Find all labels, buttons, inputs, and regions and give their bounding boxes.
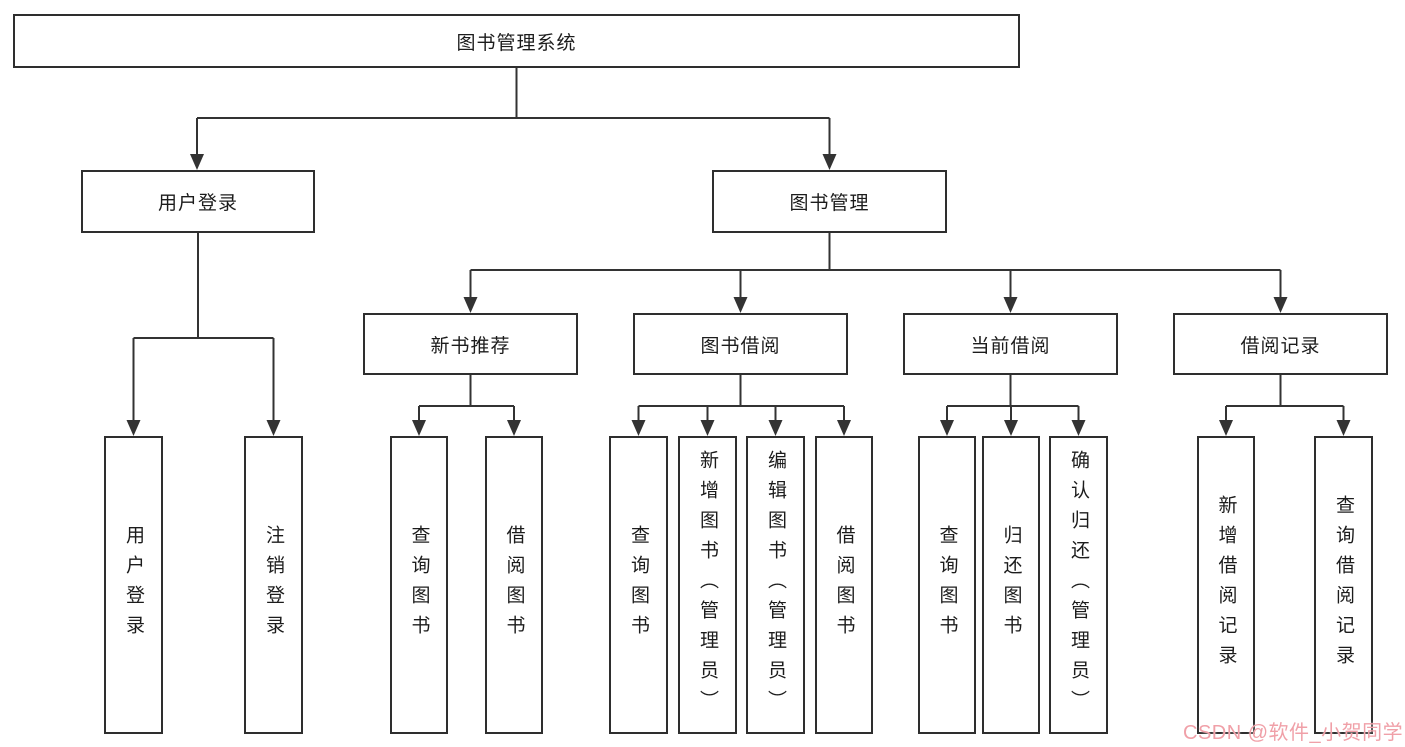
node-current-borrow: 当前借阅 [903, 313, 1118, 375]
leaf-borrow-query-books-label: 查询图书 [628, 525, 649, 645]
leaf-newbook-query-books-label: 查询图书 [408, 525, 430, 645]
node-new-book-recommend: 新书推荐 [363, 313, 578, 375]
node-borrow-records-label: 借阅记录 [1240, 335, 1321, 357]
csdn-watermark: CSDN @软件_小贺同学 [1183, 722, 1404, 744]
leaf-borrow-borrow-books: 借阅图书 [815, 436, 873, 734]
node-new-book-recommend-label: 新书推荐 [430, 335, 511, 357]
leaf-current-query-books-label: 查询图书 [936, 525, 958, 645]
node-user-login-label: 用户登录 [157, 193, 238, 214]
node-book-management: 图书管理 [712, 170, 947, 233]
leaf-current-return-books-label: 归还图书 [1000, 525, 1022, 645]
leaf-records-query: 查询借阅记录 [1314, 436, 1373, 734]
leaf-logout-label: 注销登录 [263, 525, 284, 645]
leaf-records-query-label: 查询借阅记录 [1333, 495, 1354, 675]
leaf-borrow-borrow-books-label: 借阅图书 [833, 525, 855, 645]
node-book-management-label: 图书管理 [789, 193, 870, 214]
leaf-borrow-add-books: 新增图书（管理员） [678, 436, 737, 734]
leaf-current-confirm-return: 确认归还（管理员） [1049, 436, 1108, 734]
node-root: 图书管理系统 [13, 14, 1020, 68]
leaf-borrow-edit-books-label: 编辑图书（管理员） [765, 450, 786, 720]
node-book-borrow: 图书借阅 [633, 313, 848, 375]
leaf-logout: 注销登录 [244, 436, 303, 734]
leaf-current-query-books: 查询图书 [918, 436, 976, 734]
node-user-login: 用户登录 [81, 170, 315, 233]
leaf-newbook-borrow-books: 借阅图书 [485, 436, 543, 734]
leaf-newbook-borrow-books-label: 借阅图书 [503, 525, 525, 645]
leaf-records-add-label: 新增借阅记录 [1215, 495, 1237, 675]
node-book-borrow-label: 图书借阅 [700, 335, 781, 357]
leaf-current-confirm-return-label: 确认归还（管理员） [1068, 450, 1089, 720]
node-current-borrow-label: 当前借阅 [970, 335, 1051, 357]
arrowheads [126, 154, 1351, 436]
leaf-user-login: 用户登录 [104, 436, 163, 734]
leaf-borrow-add-books-label: 新增图书（管理员） [697, 450, 718, 720]
leaf-newbook-query-books: 查询图书 [390, 436, 448, 734]
leaf-user-login-label: 用户登录 [123, 525, 144, 645]
leaf-borrow-query-books: 查询图书 [609, 436, 668, 734]
node-root-label: 图书管理系统 [456, 32, 577, 54]
leaf-borrow-edit-books: 编辑图书（管理员） [746, 436, 805, 734]
node-borrow-records: 借阅记录 [1173, 313, 1388, 375]
leaf-current-return-books: 归还图书 [982, 436, 1040, 734]
leaf-records-add: 新增借阅记录 [1197, 436, 1255, 734]
